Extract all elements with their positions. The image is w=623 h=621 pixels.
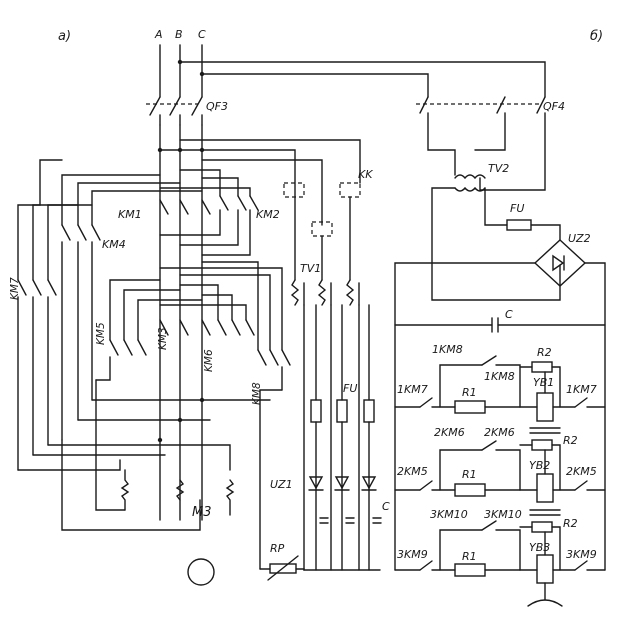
km4-label: KM4 xyxy=(102,238,126,251)
rectifier-uz2: UZ2 xyxy=(394,232,606,571)
c-right-label: C xyxy=(505,308,513,321)
motor-feed-wires xyxy=(17,379,271,531)
row1-coil-label: YB1 xyxy=(533,376,554,389)
contactor-km4-contacts: KM4 xyxy=(61,174,203,441)
row1-series-mid-label: 1KM8 xyxy=(484,370,515,383)
contactor-km7-contacts: KM7 xyxy=(9,159,93,471)
fu-right-label: FU xyxy=(510,202,524,215)
row2-series-mid-label: 2KM6 xyxy=(484,426,515,439)
capacitors-left: C xyxy=(319,500,390,524)
km7-label: KM7 xyxy=(9,277,21,300)
phase-c-label: C xyxy=(198,28,206,41)
km2-label: KM2 xyxy=(256,208,280,221)
qf3-label: QF3 xyxy=(206,100,228,113)
km8-label: KM8 xyxy=(251,382,263,405)
row3-r2-label: R2 xyxy=(563,517,578,530)
row3-series-top-label: 3KM10 xyxy=(430,508,468,521)
row1-left-contact-label: 1KM7 xyxy=(397,383,428,396)
km5-label: KM5 xyxy=(95,322,107,345)
row3-left-contact-label: 3KM9 xyxy=(397,548,428,561)
qf4-label: QF4 xyxy=(543,100,565,113)
row1-series-top-label: 1KM8 xyxy=(432,343,463,356)
row2-series-top-label: 2KM6 xyxy=(434,426,465,439)
uz1-label: UZ1 xyxy=(270,478,293,491)
phase-b-label: B xyxy=(175,28,183,41)
row3-coil-label: YB3 xyxy=(529,541,550,554)
trunk-wires xyxy=(157,124,361,521)
contactor-km3-contacts: KM3 xyxy=(157,319,211,350)
km3-label: KM3 xyxy=(157,327,169,350)
row3-series-mid-label: 3KM10 xyxy=(484,508,522,521)
row1-right-contact-label: 1KM7 xyxy=(566,383,597,396)
capacitor-right: C xyxy=(394,308,606,333)
contactor-km2-contacts: KM2 xyxy=(159,169,280,256)
brake-row-2: 2KM6 2KM6 2KM5 2KM5 R1 R2 YB2 xyxy=(394,426,606,516)
fuses-left: FU xyxy=(310,304,375,571)
row1-resistor-label: R1 xyxy=(462,386,477,399)
row3-right-contact-label: 3KM9 xyxy=(566,548,597,561)
row2-resistor-label: R1 xyxy=(462,468,477,481)
transformer-tv1: TV1 xyxy=(290,196,360,571)
c-left-label: C xyxy=(382,500,390,513)
phase-buses: A B C xyxy=(154,28,546,98)
motor-m3: M3 xyxy=(120,469,235,586)
contactor-km6-contacts: KM6 xyxy=(159,284,255,372)
panel-a-label: а) xyxy=(58,29,71,44)
row2-r2-label: R2 xyxy=(563,434,578,447)
rectifier-uz1: UZ1 xyxy=(270,476,377,491)
brake-row-1: 1KM8 1KM8 1KM7 1KM7 R1 R2 YB1 xyxy=(394,343,606,434)
contactor-km5-contacts: KM5 xyxy=(95,279,203,381)
kk-label: KK xyxy=(358,168,373,181)
row3-resistor-label: R1 xyxy=(462,550,477,563)
row1-r2-label: R2 xyxy=(537,346,552,359)
tv1-label: TV1 xyxy=(300,262,321,275)
row2-right-contact-label: 2KM5 xyxy=(566,465,597,478)
km6-label: KM6 xyxy=(203,349,215,372)
panel-b-label: б) xyxy=(590,29,603,44)
row2-coil-label: YB2 xyxy=(529,459,550,472)
breaker-qf3: QF3 xyxy=(146,96,228,126)
uz2-label: UZ2 xyxy=(568,232,591,245)
km1-label: KM1 xyxy=(118,208,142,221)
rp-label: RP xyxy=(270,542,285,555)
contactor-km8-contacts: KM8 xyxy=(159,261,291,405)
contactor-km1-contacts: KM1 xyxy=(118,199,211,221)
motor-symbol-icon xyxy=(187,558,215,586)
row2-left-contact-label: 2KM5 xyxy=(397,465,428,478)
fuse-right: FU xyxy=(506,202,561,241)
breaker-qf4: QF4 xyxy=(416,96,565,191)
transformer-tv2: TV2 xyxy=(431,162,561,301)
motor-label: M3 xyxy=(192,505,212,520)
overcurrent-relay-kk: KK xyxy=(283,168,373,237)
tv2-label: TV2 xyxy=(488,162,509,175)
rheostat-rp: RP xyxy=(259,389,381,581)
phase-a-label: A xyxy=(154,28,163,41)
brake-row-3: 3KM10 3KM10 3KM9 3KM9 R1 R2 YB3 xyxy=(394,508,606,607)
fu-left-label: FU xyxy=(343,382,357,395)
